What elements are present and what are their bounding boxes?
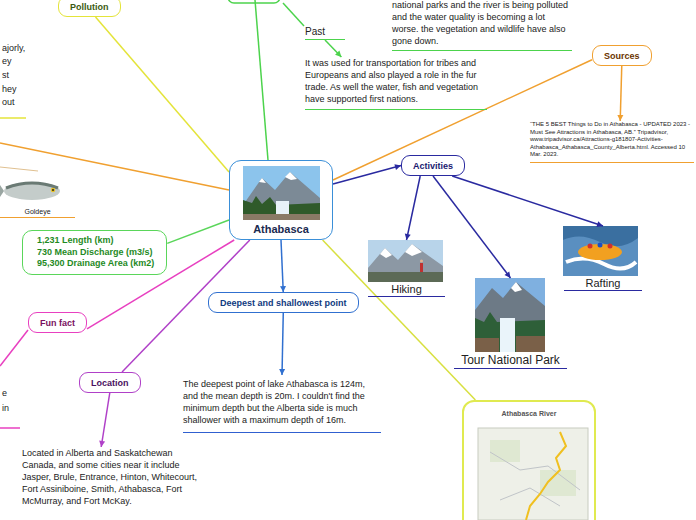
node-text: Deepest and shallowest point <box>220 298 347 308</box>
connector <box>323 240 476 400</box>
cut-off-text: e <box>2 387 7 399</box>
branch-line <box>0 167 38 171</box>
cut-off-text: ajorly, <box>2 42 25 54</box>
node-text: Hiking <box>368 283 445 295</box>
river-photo <box>243 166 320 220</box>
subtopic: Past <box>305 26 345 40</box>
connector <box>333 166 401 185</box>
node-text: Fun fact <box>40 318 75 328</box>
note-text: Located in Alberta and Saskatchewan Cana… <box>22 447 198 507</box>
topic-box: Sources <box>592 45 652 66</box>
topic-box: Activities <box>401 155 465 176</box>
node-text: national parks and the river is being po… <box>392 0 572 47</box>
node-text: 1,231 Length (km) <box>37 235 154 247</box>
node-text: Rafting <box>564 277 642 289</box>
arrow-head <box>596 221 603 227</box>
rafting-photo <box>563 226 638 276</box>
image-topic: Hiking <box>368 240 445 297</box>
image-topic: Tour National Park <box>454 278 567 369</box>
park-photo <box>475 278 545 352</box>
image-topic: Rafting <box>564 226 642 291</box>
node-text: Pollution <box>70 2 109 12</box>
cut-off-text: in <box>2 402 9 414</box>
connector <box>452 176 603 226</box>
branch-line <box>283 3 304 26</box>
underline <box>0 427 20 429</box>
fish-picture <box>0 182 60 200</box>
connector <box>282 313 283 375</box>
cut-off-text: hey <box>2 83 17 95</box>
node-text: 730 Mean Discharge (m3/s) <box>37 247 154 259</box>
arrow-head <box>99 441 105 447</box>
node-text: The deepest point of lake Athabasca is 1… <box>183 378 381 426</box>
topic-box: Location <box>79 372 141 393</box>
node-text: Located in Alberta and Saskatchewan Cana… <box>22 447 198 507</box>
note-text: It was used for transportation for tribe… <box>305 57 487 110</box>
arrow-head <box>394 164 401 170</box>
cut-off-text: ey <box>2 55 12 67</box>
cut-off-text: st <box>2 69 9 81</box>
node-text: Athabasca River <box>464 410 594 417</box>
connector <box>167 220 229 243</box>
branch-line <box>0 330 28 366</box>
node-text: “THE 5 BEST Things to Do in Athabasca - … <box>530 121 694 159</box>
node-text: Location <box>91 378 129 388</box>
connector <box>96 17 230 172</box>
node-text: Athabasca <box>230 223 332 235</box>
image-topic: Goldeye <box>0 177 75 218</box>
branch-line <box>0 143 229 190</box>
topic-box: Deepest and shallowest point <box>208 292 359 313</box>
node-text: Tour National Park <box>454 353 567 367</box>
citation-text: “THE 5 BEST Things to Do in Athabasca - … <box>530 121 694 163</box>
node-text: Activities <box>413 161 453 171</box>
hiking-photo <box>368 240 443 282</box>
node-text: Past <box>305 26 345 37</box>
note-text: national parks and the river is being po… <box>392 0 572 51</box>
connector <box>281 240 283 292</box>
note-text: The deepest point of lake Athabasca is 1… <box>183 375 381 433</box>
central-topic: Athabasca <box>229 160 333 240</box>
connector <box>325 40 341 57</box>
underline <box>0 117 26 119</box>
connector <box>101 393 110 447</box>
node-text: Goldeye <box>0 208 75 215</box>
arrow-head <box>504 271 510 278</box>
cut-topic-box <box>228 0 280 3</box>
topic-box: Fun fact <box>28 312 87 333</box>
node-text: Sources <box>604 51 640 61</box>
river-map <box>478 428 588 520</box>
connector <box>620 66 622 121</box>
cut-off-text: out <box>2 96 15 108</box>
map-topic: Athabasca River <box>462 400 596 520</box>
node-text: It was used for transportation for tribe… <box>305 57 487 105</box>
facts-box: 1,231 Length (km)730 Mean Discharge (m3/… <box>22 230 167 275</box>
connector <box>407 176 421 240</box>
topic-box: Pollution <box>58 0 121 17</box>
branch-line <box>255 0 268 160</box>
node-text: 95,300 Drainage Area (km2) <box>37 258 154 270</box>
